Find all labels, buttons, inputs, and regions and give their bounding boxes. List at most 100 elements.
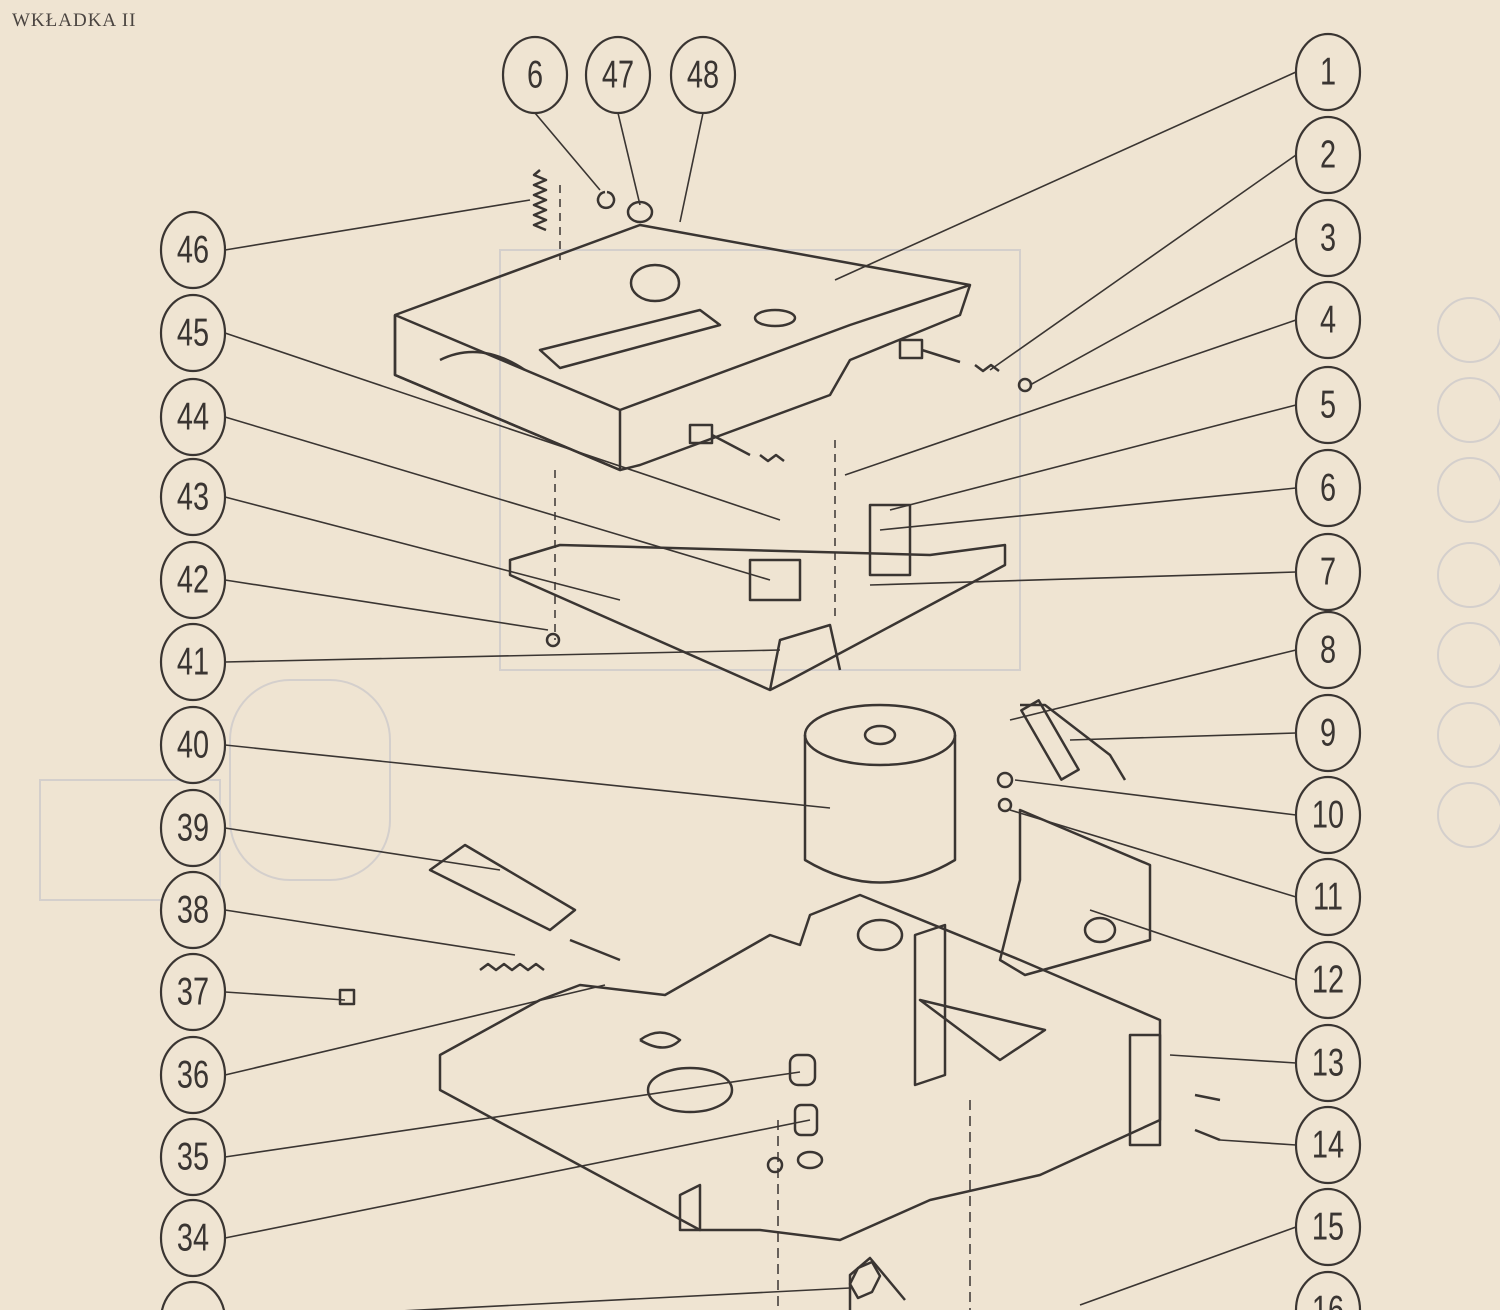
leader-line-35 (224, 1071, 801, 1158)
callout-number: 4 (1320, 298, 1336, 341)
callout-6: 6 (501, 35, 569, 115)
leader-line-46 (224, 199, 531, 251)
leader-line-10 (1014, 779, 1297, 816)
callout-number: 45 (177, 311, 209, 354)
leader-line-34 (224, 1119, 811, 1239)
callout-48: 48 (669, 35, 737, 115)
slide-plate (508, 543, 1007, 692)
leader-line-11 (1009, 809, 1297, 898)
leader-line-2 (989, 154, 1297, 371)
callout-2: 2 (1294, 115, 1362, 195)
callout-number: 6 (1320, 466, 1336, 509)
callout-45: 45 (159, 293, 227, 373)
callout-circle (1294, 1187, 1362, 1267)
leader-line-4 (844, 319, 1297, 476)
callout-number: 13 (1312, 1041, 1344, 1084)
leader-line-41 (224, 649, 781, 663)
callout-number: 16 (1312, 1288, 1344, 1310)
callout-number: 38 (177, 888, 209, 931)
callout-10: 10 (1294, 775, 1362, 855)
leader-lines (224, 71, 1297, 1310)
cassette-tray (393, 223, 972, 472)
callout-36: 36 (159, 1035, 227, 1115)
callout-number: 1 (1320, 50, 1336, 93)
callout-number: 46 (177, 228, 209, 271)
callout-circle (1294, 448, 1362, 528)
callout-number: 6 (527, 53, 543, 96)
leader-line-39 (224, 827, 501, 871)
callout-number: 44 (177, 395, 209, 438)
callout-7: 7 (1294, 532, 1362, 612)
leader-line-40 (224, 744, 831, 809)
leader-line-42 (224, 579, 549, 631)
callout-number: 40 (177, 723, 209, 766)
leader-line-15 (1079, 1226, 1297, 1306)
callout-circle (159, 622, 227, 702)
callout-circle (159, 870, 227, 950)
callout-circle (159, 377, 227, 457)
callout-41: 41 (159, 622, 227, 702)
callout-4: 4 (1294, 280, 1362, 360)
faint-background-drawing (39, 249, 1500, 901)
callout-3: 3 (1294, 198, 1362, 278)
callout-number: 43 (177, 475, 209, 518)
callout-number: 9 (1320, 711, 1336, 754)
callout-35: 35 (159, 1117, 227, 1197)
callout-circle (1294, 280, 1362, 360)
callout-circle (1294, 198, 1362, 278)
leader-line-47 (617, 112, 641, 206)
leader-line-cut (404, 1287, 851, 1310)
callout-number: 41 (177, 640, 209, 683)
spring-46 (532, 169, 548, 232)
callout-47: 47 (584, 35, 652, 115)
callouts: 4645444342414039383736353412345678910111… (159, 32, 1362, 1310)
base-chassis (438, 893, 1162, 1242)
callout-circle (1294, 775, 1362, 855)
callout-number: 8 (1320, 628, 1336, 671)
callout-number: 10 (1312, 793, 1344, 836)
callout-circle (1294, 610, 1362, 690)
circuit-board (998, 808, 1152, 977)
callout-circle (161, 1280, 225, 1310)
leader-line-6 (879, 487, 1297, 531)
callout-circle (159, 952, 227, 1032)
callout-circle (584, 35, 652, 115)
leader-line-14 (1219, 1139, 1297, 1146)
callout-circle (1294, 940, 1362, 1020)
sheet-title: WKŁADKA II (12, 10, 137, 31)
callout-circle (159, 1117, 227, 1197)
leader-line-7 (869, 571, 1297, 586)
leader-line-13 (1169, 1054, 1297, 1064)
leader-line-3 (1029, 237, 1297, 386)
callout-16: 16 (1294, 1270, 1362, 1310)
callout-number: 34 (177, 1216, 209, 1259)
callout-number: 12 (1312, 958, 1344, 1001)
callout-1: 1 (1294, 32, 1362, 112)
callout-12: 12 (1294, 940, 1362, 1020)
leader-line-5 (889, 404, 1297, 511)
callout-circle (1294, 365, 1362, 445)
callout-42: 42 (159, 540, 227, 620)
callout-circle (1294, 857, 1362, 937)
callout-circle (1294, 532, 1362, 612)
leader-line-38 (224, 909, 516, 956)
motor (803, 735, 957, 884)
callout-number: 2 (1320, 133, 1336, 176)
callout-number: 11 (1313, 875, 1343, 918)
callout-46: 46 (159, 210, 227, 290)
callout-15: 15 (1294, 1187, 1362, 1267)
callout-39: 39 (159, 788, 227, 868)
callout-40: 40 (159, 705, 227, 785)
callout-number: 7 (1320, 550, 1336, 593)
callout-circle (159, 1198, 227, 1278)
callout-number: 48 (687, 53, 719, 96)
callout-number: 35 (177, 1135, 209, 1178)
callout-circle (159, 705, 227, 785)
leader-line-36 (224, 984, 606, 1076)
callout-38: 38 (159, 870, 227, 950)
callout-37: 37 (159, 952, 227, 1032)
callout-14: 14 (1294, 1105, 1362, 1185)
leader-line-44 (224, 416, 771, 581)
callout-9: 9 (1294, 693, 1362, 773)
